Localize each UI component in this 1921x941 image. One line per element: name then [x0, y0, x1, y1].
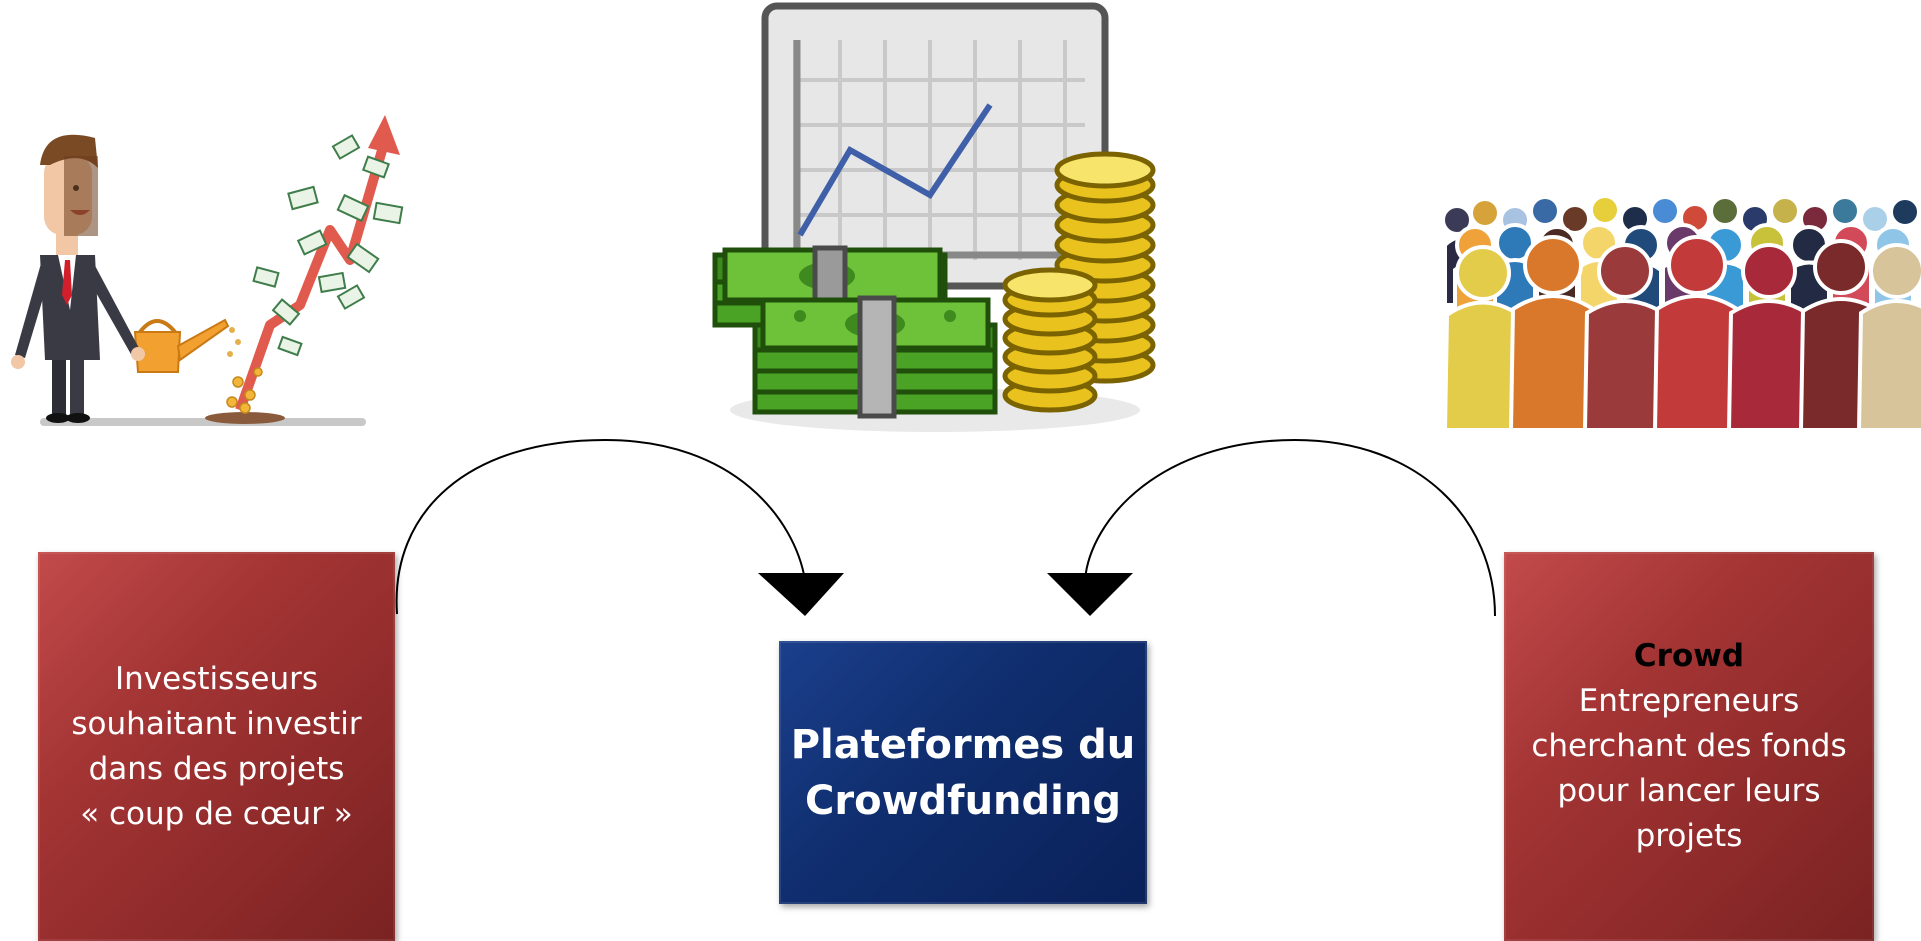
investors-line-2: souhaitant investir — [71, 705, 362, 742]
left-arrowhead — [758, 573, 844, 616]
crowdfunding-platforms-box: Plateformes du Crowdfunding — [779, 641, 1147, 904]
platforms-line-1: Plateformes du — [790, 721, 1136, 768]
investors-text: Investisseurs souhaitant investir dans d… — [71, 657, 361, 837]
entrepreneurs-line-4: projets — [1635, 818, 1743, 854]
platforms-line-2: Crowdfunding — [805, 777, 1121, 824]
crowd-title: Crowd — [1633, 638, 1745, 674]
investors-line-1: Investisseurs — [114, 660, 319, 697]
crowd-of-people-icon — [1445, 194, 1921, 430]
investors-line-3: dans des projets — [88, 750, 345, 787]
right-arrowhead — [1047, 573, 1133, 616]
investors-line-4: « coup de cœur » — [80, 795, 353, 832]
entrepreneurs-line-2: cherchant des fonds — [1531, 728, 1847, 764]
entrepreneurs-line-1: Entrepreneurs — [1578, 683, 1800, 719]
entrepreneurs-line-3: pour lancer leurs — [1557, 773, 1821, 809]
investors-box: Investisseurs souhaitant investir dans d… — [38, 552, 395, 941]
entrepreneurs-box: Crowd Entrepreneurs cherchant des fonds … — [1504, 552, 1874, 941]
left-arc-arrow — [395, 438, 806, 615]
money-chart-coins-icon — [712, 2, 1156, 432]
right-arc-arrow — [1084, 438, 1496, 617]
investor-watering-money-icon — [11, 115, 404, 426]
entrepreneurs-text: Crowd Entrepreneurs cherchant des fonds … — [1531, 634, 1846, 859]
crowdfunding-platforms-text: Plateformes du Crowdfunding — [791, 717, 1136, 829]
